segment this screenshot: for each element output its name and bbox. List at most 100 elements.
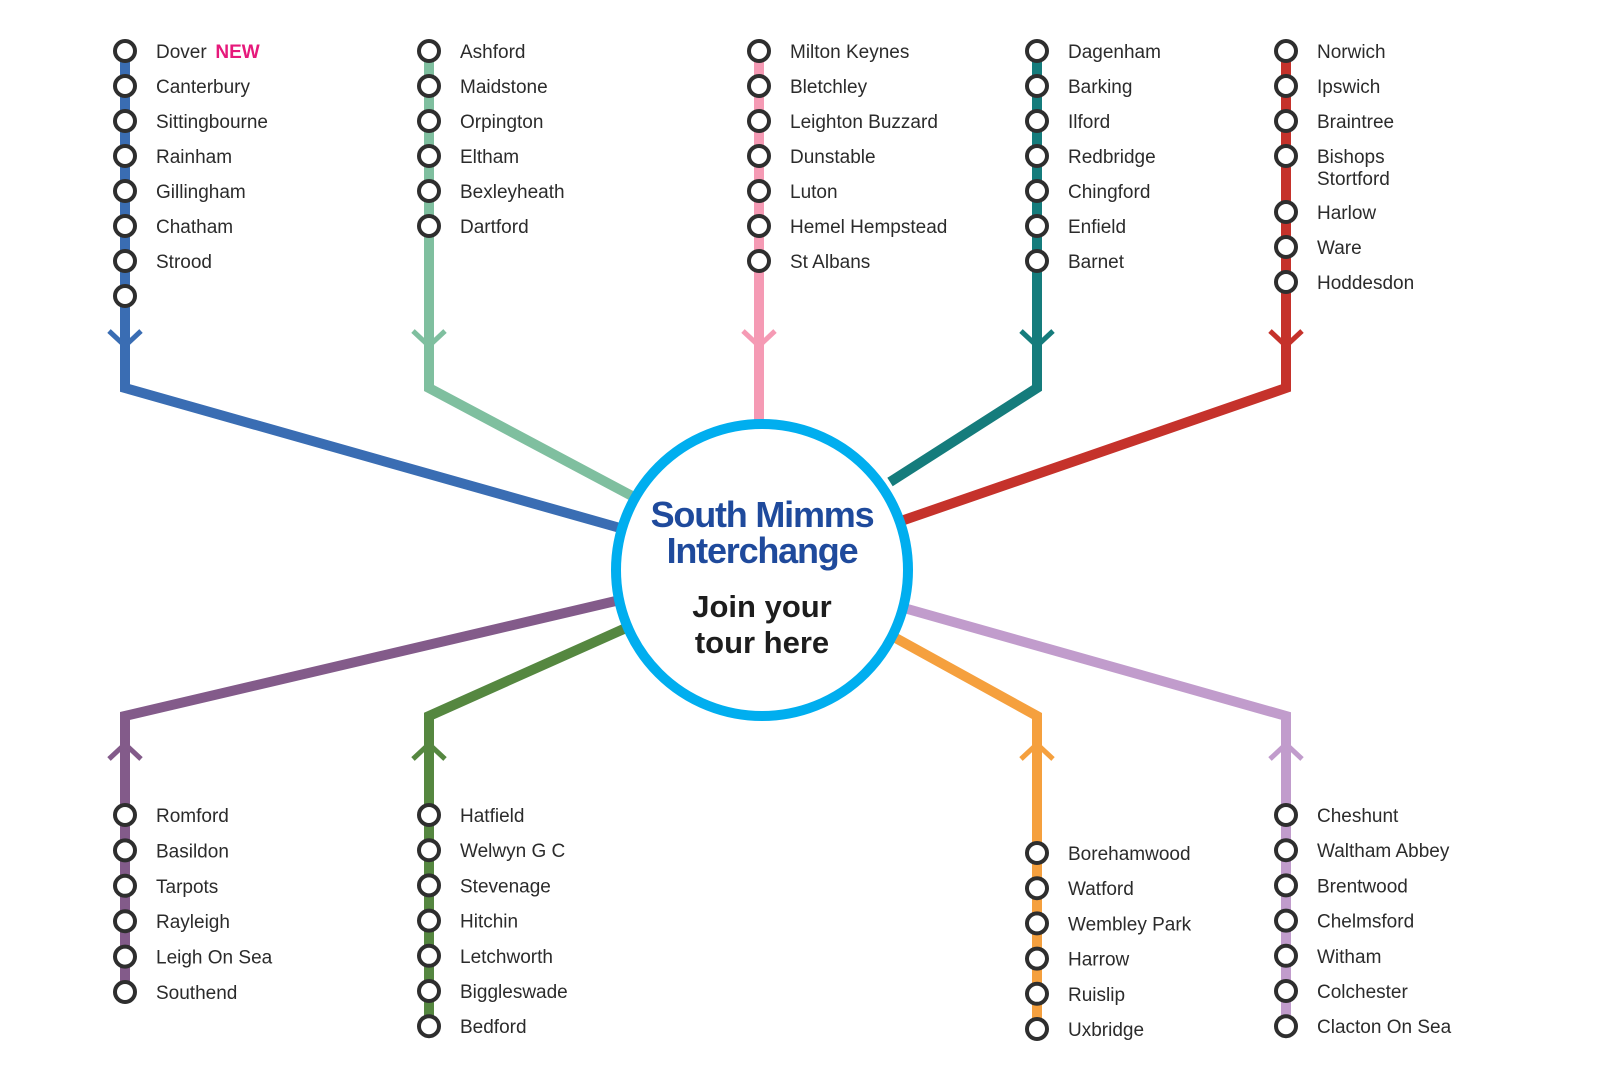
direction-arrow-icon: [107, 329, 143, 350]
stop-romford-4[interactable]: Leigh On Sea: [113, 944, 273, 969]
stop-borehamwood-0[interactable]: Borehamwood: [1025, 841, 1191, 865]
stop-borehamwood-3[interactable]: Harrow: [1025, 946, 1130, 971]
stop-marker-icon: [113, 944, 137, 969]
stop-label: Luton: [790, 182, 838, 203]
stop-romford-5[interactable]: Southend: [113, 980, 237, 1004]
stop-norwich-0[interactable]: Norwich: [1274, 39, 1386, 63]
stop-cheshunt-3[interactable]: Chelmsford: [1274, 908, 1414, 933]
stop-dover-4[interactable]: Gillingham: [113, 179, 246, 203]
stop-marker-icon: [1025, 214, 1049, 238]
stop-romford-0[interactable]: Romford: [113, 803, 229, 827]
stop-milton-keynes-3[interactable]: Dunstable: [747, 144, 876, 168]
stop-norwich-1[interactable]: Ipswich: [1274, 74, 1380, 98]
stop-cheshunt-4[interactable]: Witham: [1274, 943, 1381, 968]
stop-label: Wembley Park: [1068, 914, 1192, 935]
direction-arrow-icon: [1019, 329, 1055, 350]
stop-dover-7[interactable]: [113, 284, 137, 308]
direction-arrow-icon: [741, 329, 777, 350]
stop-label: Waltham Abbey: [1317, 841, 1450, 862]
stop-norwich-5[interactable]: Ware: [1274, 235, 1362, 259]
stop-milton-keynes-5[interactable]: Hemel Hempstead: [747, 214, 947, 238]
stop-milton-keynes-6[interactable]: St Albans: [747, 249, 870, 273]
stop-dagenham-4[interactable]: Chingford: [1025, 179, 1150, 203]
stop-milton-keynes-1[interactable]: Bletchley: [747, 74, 868, 98]
stop-ashford-3[interactable]: Eltham: [417, 144, 519, 168]
stop-marker-icon: [1025, 109, 1049, 133]
stop-dagenham-0[interactable]: Dagenham: [1025, 39, 1161, 63]
hub-subtitle-line-1: Join your: [692, 589, 832, 624]
direction-arrow-icon: [411, 329, 447, 350]
new-badge: NEW: [215, 42, 259, 63]
stop-borehamwood-2[interactable]: Wembley Park: [1025, 911, 1192, 936]
route-borehamwood: [889, 631, 1055, 1029]
stop-cheshunt-1[interactable]: Waltham Abbey: [1274, 838, 1450, 863]
stop-cheshunt-5[interactable]: Colchester: [1274, 979, 1408, 1003]
stop-marker-icon: [747, 109, 771, 133]
stop-hatfield-0[interactable]: Hatfield: [417, 803, 524, 827]
stop-hatfield-2[interactable]: Stevenage: [417, 873, 551, 898]
stop-borehamwood-1[interactable]: Watford: [1025, 876, 1134, 901]
stop-borehamwood-5[interactable]: Uxbridge: [1025, 1017, 1144, 1041]
stop-hatfield-6[interactable]: Bedford: [417, 1014, 527, 1039]
stop-ashford-5[interactable]: Dartford: [417, 214, 529, 238]
stop-dover-3[interactable]: Rainham: [113, 144, 232, 168]
stop-marker-icon: [1025, 249, 1049, 273]
stop-dover-2[interactable]: Sittingbourne: [113, 109, 268, 133]
stop-hatfield-3[interactable]: Hitchin: [417, 908, 518, 933]
stop-romford-2[interactable]: Tarpots: [113, 873, 218, 898]
stop-norwich-4[interactable]: Harlow: [1274, 200, 1376, 224]
stop-ashford-4[interactable]: Bexleyheath: [417, 179, 565, 203]
stop-marker-icon: [113, 838, 137, 863]
stop-label: Bishops: [1317, 147, 1385, 168]
interchange-hub[interactable]: South Mimms Interchange Join your tour h…: [611, 419, 913, 721]
stop-norwich-2[interactable]: Braintree: [1274, 109, 1394, 133]
stop-dover-1[interactable]: Canterbury: [113, 74, 250, 98]
stop-label: Barking: [1068, 77, 1132, 98]
stop-dagenham-6[interactable]: Barnet: [1025, 249, 1125, 273]
stop-dover-5[interactable]: Chatham: [113, 214, 233, 238]
stop-ashford-1[interactable]: Maidstone: [417, 74, 548, 98]
stop-dagenham-3[interactable]: Redbridge: [1025, 144, 1156, 168]
stop-label: Enfield: [1068, 217, 1126, 238]
stop-label: Biggleswade: [460, 982, 568, 1003]
stop-cheshunt-0[interactable]: Cheshunt: [1274, 803, 1399, 827]
stop-marker-icon: [113, 74, 137, 98]
direction-arrow-icon: [1268, 329, 1304, 350]
stop-dagenham-5[interactable]: Enfield: [1025, 214, 1126, 238]
stop-romford-3[interactable]: Rayleigh: [113, 909, 230, 934]
stop-hatfield-4[interactable]: Letchworth: [417, 943, 553, 968]
stop-cheshunt-2[interactable]: Brentwood: [1274, 873, 1408, 898]
stop-milton-keynes-4[interactable]: Luton: [747, 179, 838, 203]
stop-romford-1[interactable]: Basildon: [113, 838, 229, 863]
stop-label: Ilford: [1068, 112, 1110, 133]
stop-label: Rayleigh: [156, 912, 230, 933]
stop-marker-icon: [417, 74, 441, 98]
direction-arrow-icon: [107, 740, 143, 761]
stop-milton-keynes-0[interactable]: Milton Keynes: [747, 39, 909, 63]
stop-label: Chatham: [156, 217, 233, 238]
stop-ashford-2[interactable]: Orpington: [417, 109, 543, 133]
stop-cheshunt-6[interactable]: Clacton On Sea: [1274, 1014, 1452, 1039]
stop-label: Bletchley: [790, 77, 868, 98]
stop-hatfield-5[interactable]: Biggleswade: [417, 979, 568, 1003]
stop-marker-icon: [747, 249, 771, 273]
stop-marker-icon: [417, 144, 441, 168]
stop-marker-icon: [1025, 946, 1049, 971]
stop-marker-icon: [1025, 144, 1049, 168]
stop-marker-icon: [417, 109, 441, 133]
stop-milton-keynes-2[interactable]: Leighton Buzzard: [747, 109, 938, 133]
stop-hatfield-1[interactable]: Welwyn G C: [417, 838, 565, 863]
stop-norwich-6[interactable]: Hoddesdon: [1274, 270, 1414, 294]
stop-ashford-0[interactable]: Ashford: [417, 39, 525, 63]
stop-dagenham-2[interactable]: Ilford: [1025, 109, 1110, 133]
stop-borehamwood-4[interactable]: Ruislip: [1025, 981, 1125, 1006]
stop-marker-icon: [1274, 39, 1298, 63]
stop-dover-6[interactable]: Strood: [113, 249, 212, 273]
stop-label: Harrow: [1068, 950, 1130, 971]
direction-arrow-icon: [1019, 740, 1055, 761]
stop-dagenham-1[interactable]: Barking: [1025, 74, 1132, 98]
stop-marker-icon: [1025, 841, 1049, 865]
